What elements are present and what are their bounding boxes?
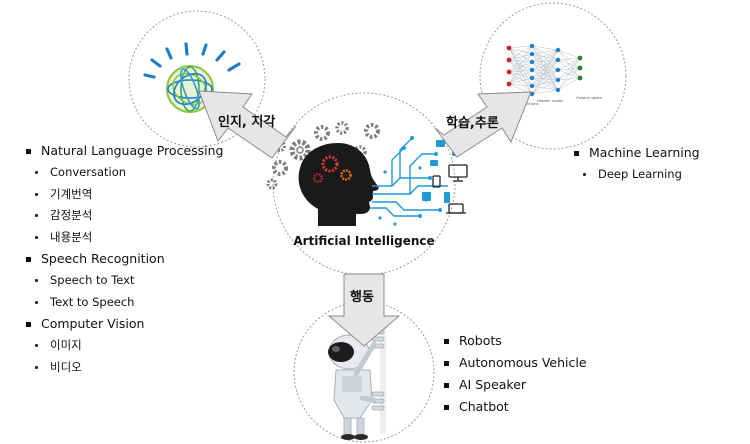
robot-icon (328, 322, 386, 440)
list-item: Robots (444, 330, 587, 352)
arrow-action (327, 273, 401, 347)
list-item: Natural Language Processing (26, 140, 224, 162)
list-item: Text to Speech (26, 292, 224, 314)
list-item: Speech Recognition (26, 248, 224, 270)
center-circle (272, 92, 456, 276)
center-label: Artificial Intelligence (293, 234, 434, 248)
perception-circle (128, 10, 266, 148)
watson-logo-icon (143, 42, 241, 113)
list-item: Machine Learning (574, 142, 700, 164)
list-item: Autonomous Vehicle (444, 352, 587, 374)
nn-hidden-label: Hidden nodes (537, 98, 563, 103)
list-item: Computer Vision (26, 313, 224, 335)
list-item: 이미지 (26, 335, 224, 357)
list-item: 내용분석 (26, 227, 224, 249)
learning-circle (479, 2, 627, 150)
arrow-label-learning: 학습,추론 (446, 115, 499, 131)
ai-head-icon (266, 121, 468, 226)
list-item: Conversation (26, 162, 224, 184)
arrow-perception (198, 90, 297, 159)
arrow-label-action: 행동 (350, 289, 374, 305)
list-item: AI Speaker (444, 374, 587, 396)
list-item: Speech to Text (26, 270, 224, 292)
list-item: 비디오 (26, 357, 224, 379)
arrow-learning (434, 91, 532, 158)
list-item: 기계번역 (26, 184, 224, 206)
list-item: Chatbot (444, 396, 587, 418)
list-item: Deep Learning (574, 164, 700, 186)
arrow-label-perception: 인지, 지각 (218, 114, 275, 130)
nn-output-label: Output nodes (576, 95, 602, 100)
list-item: 감정분석 (26, 205, 224, 227)
